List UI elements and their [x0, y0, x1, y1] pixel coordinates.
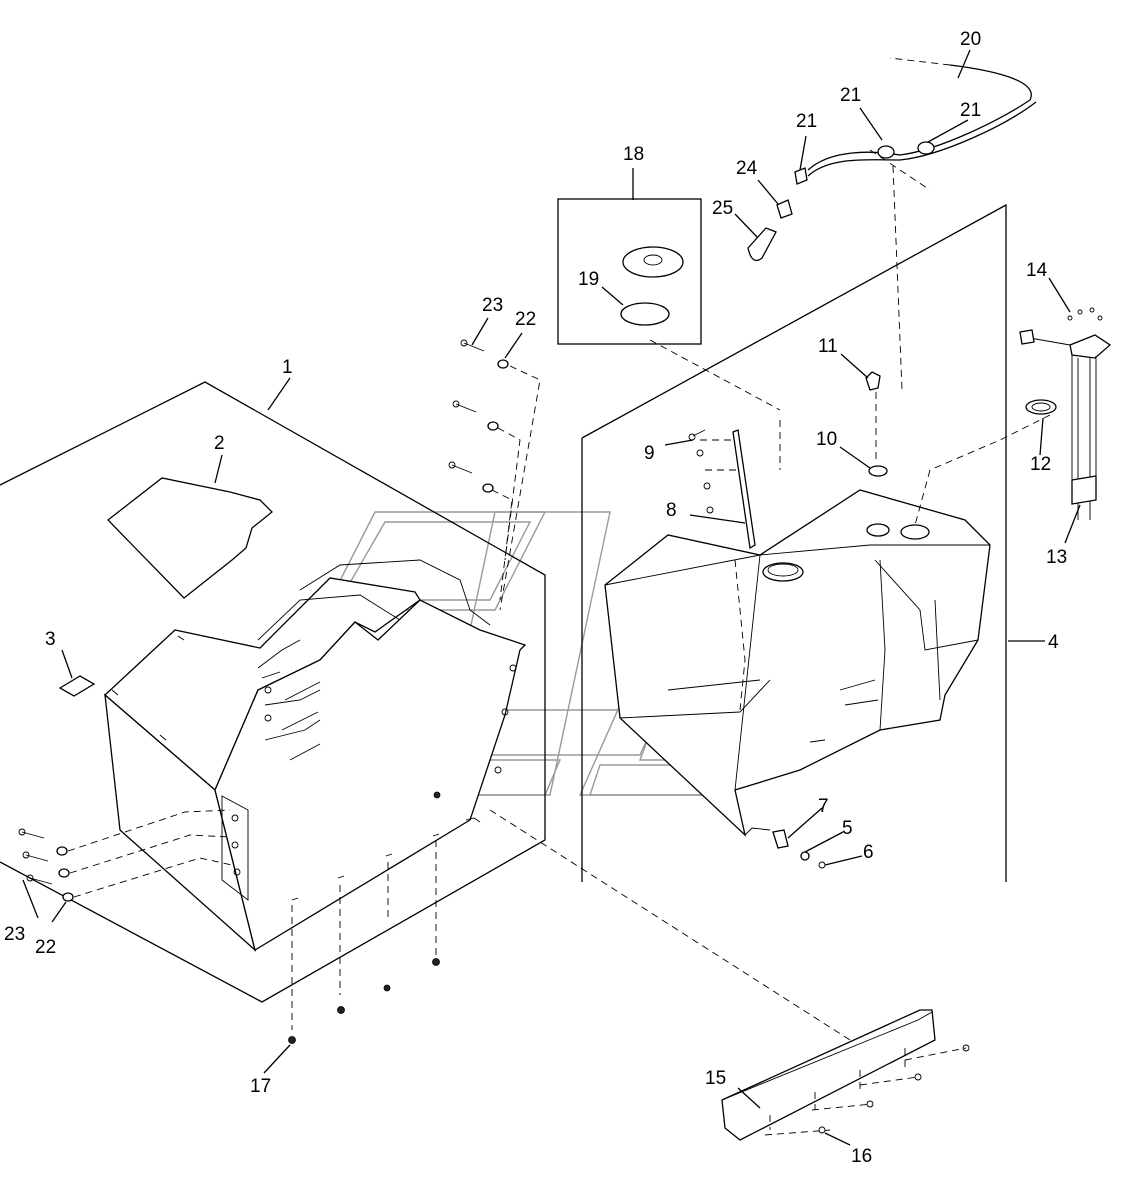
part-8-strap	[732, 429, 756, 550]
left-assembly-boundary	[0, 381, 546, 1003]
part-24-fitting	[776, 199, 793, 219]
part-14-screws	[1067, 307, 1103, 321]
part-2-pad	[107, 477, 273, 599]
part-5-washer	[800, 851, 810, 861]
nut	[337, 1006, 345, 1014]
callout-6: 6	[863, 842, 874, 863]
washers-bottom-22	[56, 846, 74, 902]
callout-19: 19	[578, 269, 599, 290]
part-21-clamp	[794, 167, 808, 185]
callout-14: 14	[1026, 260, 1048, 281]
callout-10: 10	[816, 429, 837, 450]
part-11-cap	[865, 371, 881, 391]
callout-1: 1	[282, 357, 293, 378]
callout-8: 8	[666, 500, 677, 521]
callout-22b: 22	[35, 937, 56, 958]
bolts-top-23	[448, 339, 485, 474]
part-9-bolts	[688, 429, 714, 514]
fuel-tank	[604, 489, 991, 837]
callout-15: 15	[705, 1068, 726, 1089]
callout-17: 17	[250, 1076, 271, 1097]
callout-23a: 23	[482, 295, 503, 316]
washers-top-22	[482, 359, 509, 493]
callout-25: 25	[712, 198, 733, 219]
part-1-shroud	[104, 559, 527, 952]
part-19-seal-ring	[620, 302, 670, 326]
callout-4: 4	[1048, 632, 1059, 653]
callout-11: 11	[818, 336, 838, 357]
callout-22a: 22	[515, 309, 536, 330]
callout-20: 20	[960, 29, 981, 50]
callout-7: 7	[818, 796, 829, 817]
part-7-fitting	[772, 829, 789, 849]
callout-2: 2	[214, 433, 225, 454]
part-21-clamp	[917, 141, 935, 155]
part-15-bracket	[721, 1009, 936, 1141]
callout-9: 9	[644, 443, 655, 464]
part-25-vent-valve	[747, 227, 777, 262]
part-3-decal	[58, 675, 96, 697]
bolts-bottom-23	[18, 828, 53, 885]
part-18-inset-box	[557, 198, 702, 345]
part-13-sender-unit	[1019, 329, 1112, 520]
part-6-plug	[818, 861, 826, 869]
callout-16: 16	[851, 1146, 872, 1167]
part-20-vent-hose	[807, 64, 1037, 177]
callout-21b: 21	[960, 100, 981, 121]
callout-12: 12	[1030, 454, 1051, 475]
callout-21a: 21	[840, 85, 861, 106]
part-17-nut	[288, 1036, 296, 1044]
leader-lines	[22, 49, 1081, 1146]
callout-numbers: 1 2 3 4 5 6 7 8 9 10 11 12 13 14 15 16 1…	[4, 29, 1067, 1167]
callout-5: 5	[842, 818, 853, 839]
callout-21c: 21	[796, 111, 817, 132]
nut	[383, 984, 391, 992]
callout-3: 3	[45, 629, 56, 650]
part-21-clamp	[877, 145, 895, 159]
callout-18: 18	[623, 144, 644, 165]
part-18-cover-plate	[622, 246, 684, 278]
callout-23b: 23	[4, 924, 25, 945]
callout-13: 13	[1046, 547, 1067, 568]
tank-assembly-boundary	[581, 203, 1007, 882]
callout-24: 24	[736, 158, 758, 179]
nut	[432, 958, 440, 966]
part-10-grommet	[868, 465, 888, 477]
nut	[433, 791, 441, 799]
part-12-gasket	[1025, 399, 1057, 415]
